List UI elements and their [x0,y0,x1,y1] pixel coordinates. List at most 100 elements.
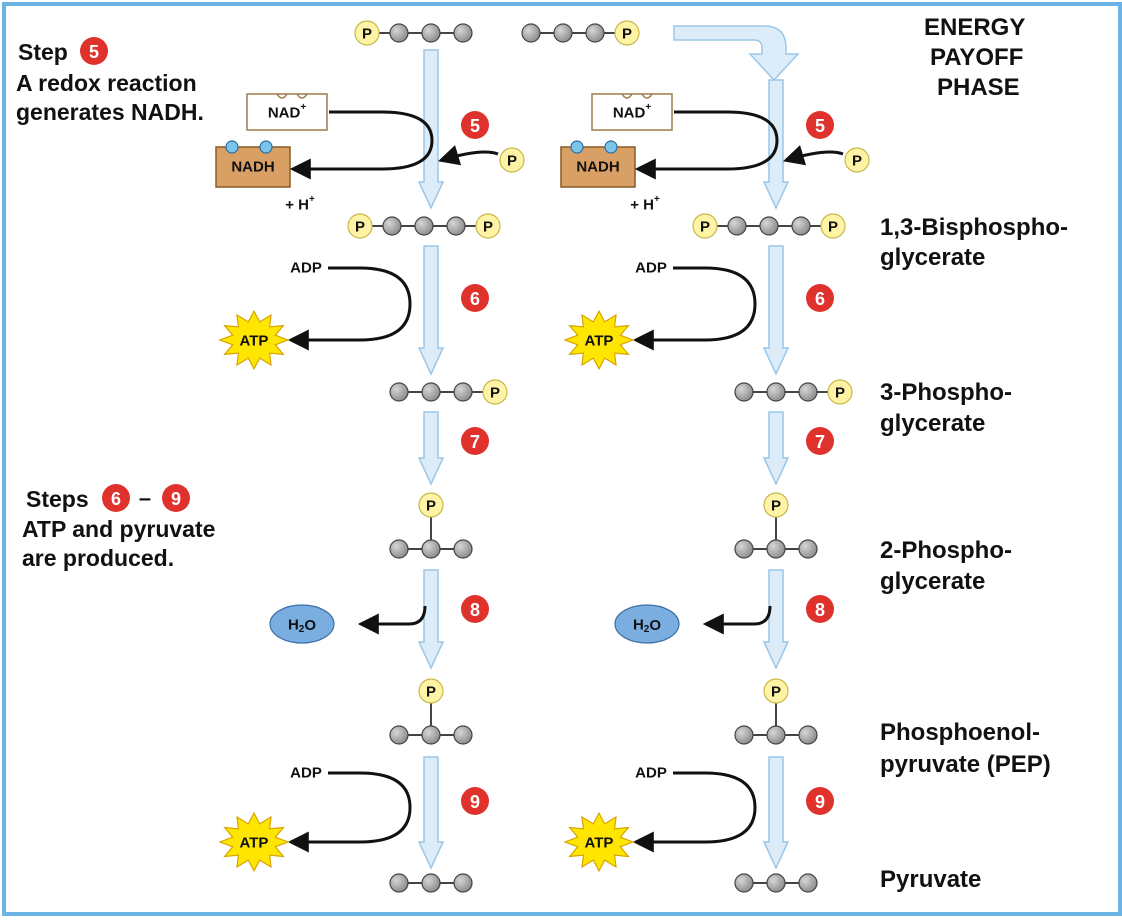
atp-label: ATP [240,333,269,350]
phosphate-group [820,213,846,239]
carbon-atom [766,382,786,402]
step-number-badge [80,37,108,65]
compound-2pg-line2: glycerate [880,568,986,595]
carbon-atom [734,382,754,402]
electron [570,140,584,154]
step-number-badge [806,427,834,455]
carbon-atom [798,873,818,893]
phosphate-group [692,213,718,239]
phosphate-in-arrow [782,145,844,166]
step-number-label: 8 [470,600,480,620]
compound-3pg-line1: 3-Phospho- [880,379,1012,406]
atp-label: ATP [240,835,269,852]
carbon-atom [389,23,409,43]
phosphate-label: P [355,219,365,236]
phosphate-label: P [426,684,436,701]
phosphate-group [763,492,789,518]
phosphate-group [354,20,380,46]
carbon-atom [453,725,473,745]
carbon-atom [421,873,441,893]
nadh-box [560,146,636,188]
carbon-atom [734,873,754,893]
carbon-atom [421,539,441,559]
step-number-label: 9 [171,489,181,509]
carbon-atom [453,873,473,893]
carbon-atom [389,873,409,893]
carbon-atom [791,216,811,236]
compound-pep-line2: pyruvate (PEP) [880,751,1051,778]
water-label: H2O [633,617,661,635]
phosphate-group [347,213,373,239]
nad-plus-label: NAD+ [613,102,652,122]
atp-burst [563,309,635,371]
phosphate-label: P [828,219,838,236]
compound-pyruvate: Pyruvate [880,866,982,893]
carbon-atom [421,23,441,43]
nadh-label: NADH [231,159,274,176]
compound-bpg-line2: glycerate [880,244,986,271]
step-number-label: 9 [470,792,480,812]
step-number-badge [102,484,130,512]
carbon-atom [727,216,747,236]
step-number-label: 6 [111,489,121,509]
carbon-atom [421,382,441,402]
carbon-atom [798,725,818,745]
step-number-badge [461,111,489,139]
cofactor-curved-arrow [287,266,412,351]
phosphate-label: P [507,153,517,170]
phosphate-group [614,20,640,46]
carbon-atom [798,539,818,559]
phosphate-group [763,678,789,704]
carbon-atom [766,725,786,745]
carbon-atom [759,216,779,236]
reaction-flow-arrow [417,756,445,870]
step-number-label: 7 [470,432,480,452]
phosphate-group [482,379,508,405]
phosphate-group [475,213,501,239]
carbon-atom [585,23,605,43]
step-number-badge [806,595,834,623]
phosphate-group [418,492,444,518]
reaction-flow-arrow [417,245,445,376]
phosphate-group [827,379,853,405]
step-number-label: 9 [815,792,825,812]
phosphate-label: P [771,498,781,515]
phosphate-label: P [490,385,500,402]
compound-pep-line1: Phosphoenol- [880,719,1040,746]
phase-title-line1: ENERGY [924,14,1026,41]
carbon-atom [389,725,409,745]
nadh-box [215,146,291,188]
adp-label: ADP [635,260,667,277]
step-number-label: 5 [815,116,825,136]
electron [225,140,239,154]
note-step5-line3: generates NADH. [16,99,204,125]
cofactor-curved-arrow [287,771,412,853]
h-plus-label: + H+ [285,194,315,214]
carbon-atom [453,382,473,402]
note-step5-line2: A redox reaction [16,70,197,96]
phosphate-label: P [700,219,710,236]
carbon-atom [453,539,473,559]
cofactor-curved-arrow [632,771,757,853]
phosphate-label: P [622,26,632,43]
steps-dash: – [139,486,151,511]
nadh-label: NADH [576,159,619,176]
atp-burst [218,309,290,371]
carbon-atom [382,216,402,236]
carbon-atom [521,23,541,43]
adp-label: ADP [290,260,322,277]
step-number-badge [806,111,834,139]
carbon-atom [798,382,818,402]
water-molecule [614,604,680,644]
water-molecule [269,604,335,644]
reaction-flow-arrow [762,569,790,670]
phase-title-line2: PAYOFF [930,44,1024,71]
carbon-atom [414,216,434,236]
step-number-badge [461,595,489,623]
phosphate-label: P [835,385,845,402]
compound-3pg-line2: glycerate [880,410,986,437]
phosphate-group [499,147,525,173]
phosphate-group [844,147,870,173]
